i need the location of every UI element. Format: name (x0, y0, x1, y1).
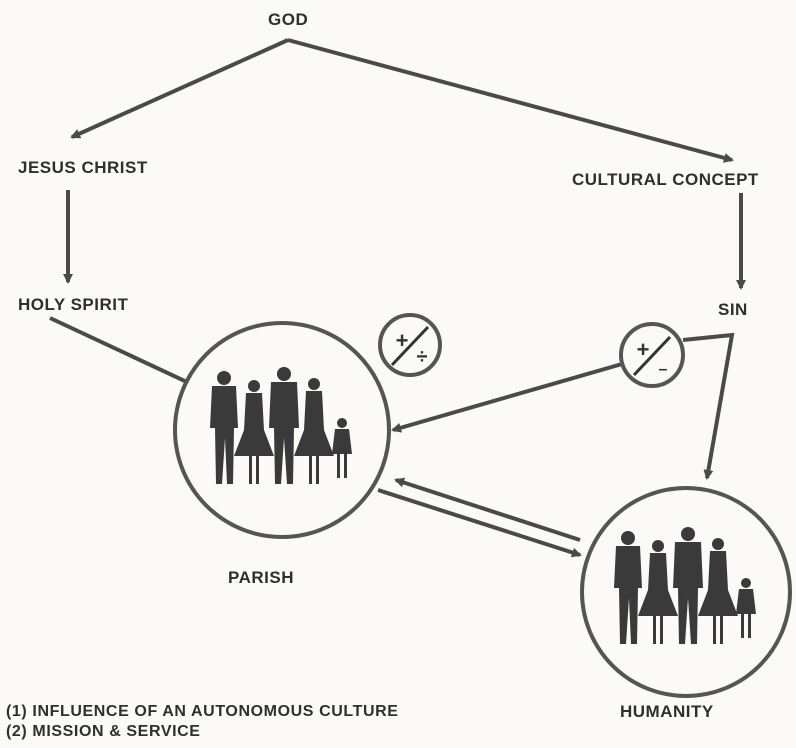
node-holy-spirit: HOLY SPIRIT (18, 295, 129, 314)
svg-text:–: – (659, 361, 668, 378)
arrows (49, 38, 746, 558)
svg-text:÷: ÷ (417, 346, 428, 368)
node-god: GOD (268, 10, 309, 29)
node-jesus-christ: JESUS CHRIST (18, 158, 148, 177)
arrow-god-to-cultural-concept (287, 38, 734, 163)
humanity-circle (580, 486, 792, 698)
arrow-holy-spirit-to-parish (49, 316, 206, 392)
parish-circle (173, 321, 391, 539)
svg-text:+: + (396, 328, 409, 353)
influence-marker-left: + ÷ (378, 313, 442, 377)
arrow-humanity-to-parish (394, 477, 581, 542)
arrow-parish-to-humanity (377, 488, 582, 558)
node-humanity: HUMANITY (620, 702, 714, 721)
arrow-sin-to-parish (391, 362, 623, 433)
node-sin: SIN (718, 300, 748, 319)
arrow-god-to-jesus-christ (70, 38, 289, 139)
influence-marker-right: + – (619, 322, 685, 388)
node-parish: PARISH (228, 568, 294, 587)
legend-item-influence: (1) INFLUENCE OF AN AUTONOMOUS CULTURE (6, 703, 399, 720)
node-cultural-concept: CULTURAL CONCEPT (572, 170, 759, 189)
arrow-sin-to-humanity (682, 332, 735, 480)
legend-item-mission: (2) MISSION & SERVICE (6, 723, 201, 740)
svg-text:+: + (637, 337, 650, 362)
